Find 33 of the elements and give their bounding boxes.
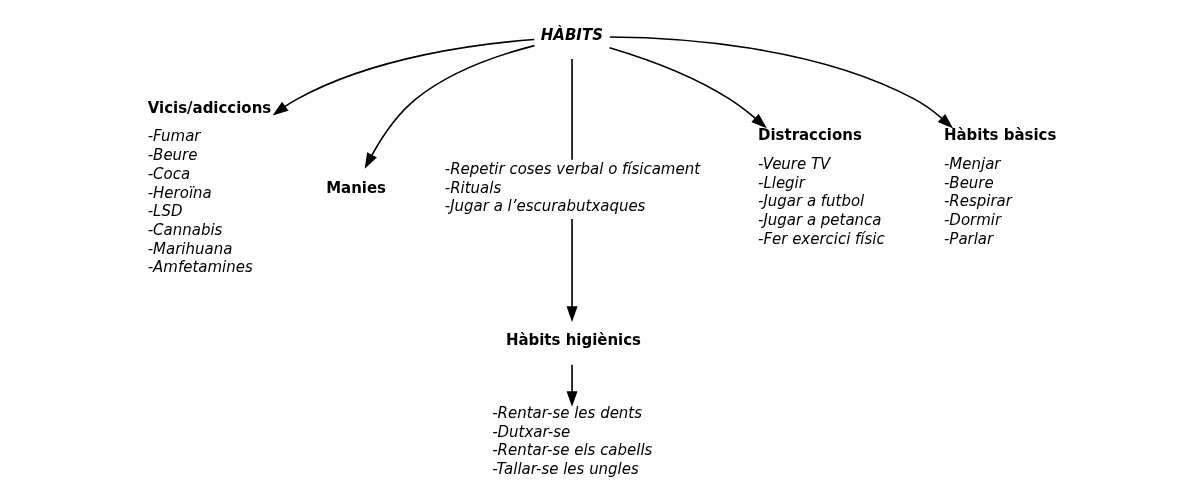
node-text: Manies <box>326 178 387 197</box>
node-label: -Jugar a futbol <box>758 191 865 210</box>
node-label: -Beure <box>943 173 994 192</box>
node-text: Distraccions <box>758 125 862 144</box>
arrow <box>608 46 767 128</box>
arrow <box>609 35 954 129</box>
node-label: -Menjar <box>943 154 1001 173</box>
node-text: HÀBITS <box>540 25 603 44</box>
node-label: -Heroïna <box>147 183 212 202</box>
node-text: Vicis/adiccions <box>147 98 272 117</box>
node-text: Hàbits bàsics <box>943 125 1057 144</box>
node-label: -LSD <box>147 201 183 220</box>
arrow <box>566 363 578 407</box>
node-text: -Repetir coses verbal o físicament -Rituals -Jugar a l’escurabutxaques <box>444 159 701 215</box>
node-label: -Dormir <box>943 210 1002 229</box>
node-text: -Rentar-se les dents -Dutxar-se -Rentar-se els cabells -Tallar-se les ungles <box>492 403 653 478</box>
node-label: -Beure <box>147 145 198 164</box>
arrow <box>364 44 536 169</box>
node-label: -Amfetamines <box>147 257 253 276</box>
node-label: -Parlar <box>943 229 994 248</box>
node-label: -Coca <box>147 164 191 183</box>
connector <box>571 57 573 161</box>
node-label: -Veure TV <box>758 154 831 173</box>
node-label: -Llegir <box>758 173 805 192</box>
node-label: -Fumar <box>147 126 201 145</box>
node-label: -Fer exercici físic <box>758 229 885 248</box>
node-label: -Marihuana <box>147 239 233 258</box>
node-label: -Jugar a petanca <box>758 210 882 229</box>
arrow <box>272 38 535 116</box>
node-label: -Cannabis <box>147 220 223 239</box>
node-text: Hàbits higiènics <box>505 330 642 349</box>
arrow <box>566 217 578 322</box>
node-label: -Respirar <box>943 191 1012 210</box>
